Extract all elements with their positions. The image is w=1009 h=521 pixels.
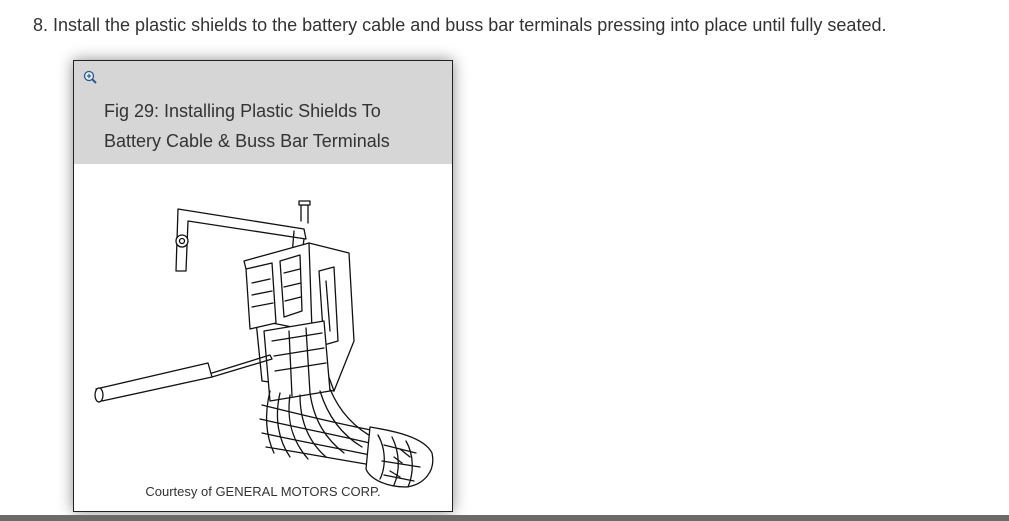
figure-title: Fig 29: Installing Plastic Shields To Ba… bbox=[104, 96, 434, 156]
zoom-in-icon[interactable] bbox=[83, 70, 97, 84]
figure-title-line2: Battery Cable & Buss Bar Terminals bbox=[104, 131, 390, 151]
step-instruction: 8. Install the plastic shields to the ba… bbox=[33, 15, 887, 35]
figure-header: Fig 29: Installing Plastic Shields To Ba… bbox=[74, 61, 452, 164]
page-divider-bar bbox=[0, 515, 1009, 521]
figure-title-line1: Fig 29: Installing Plastic Shields To bbox=[104, 101, 381, 121]
figure-card: Fig 29: Installing Plastic Shields To Ba… bbox=[73, 60, 453, 512]
figure-courtesy: Courtesy of GENERAL MOTORS CORP. bbox=[145, 484, 381, 499]
battery-terminal-illustration bbox=[94, 200, 434, 488]
